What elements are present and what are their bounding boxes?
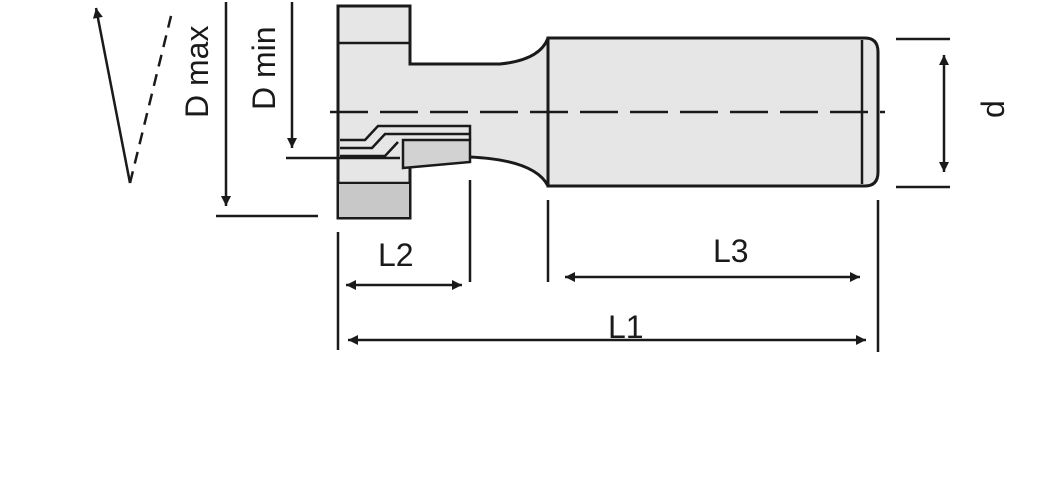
extension-lines: [336, 180, 880, 352]
d-max-label: D max: [179, 26, 215, 118]
rotation-indicator: [92, 7, 174, 184]
l1-label: L1: [608, 309, 644, 345]
l3-label: L3: [713, 233, 749, 269]
d-dimension: [896, 37, 950, 189]
d-min-dimension: [286, 2, 400, 160]
d-max-dimension: [216, 2, 318, 218]
d-min-label: D min: [246, 26, 282, 110]
cutting-insert: [340, 124, 472, 170]
l2-label: L2: [378, 237, 414, 273]
lower-insert: [339, 184, 409, 217]
d-label: d: [975, 100, 1011, 118]
